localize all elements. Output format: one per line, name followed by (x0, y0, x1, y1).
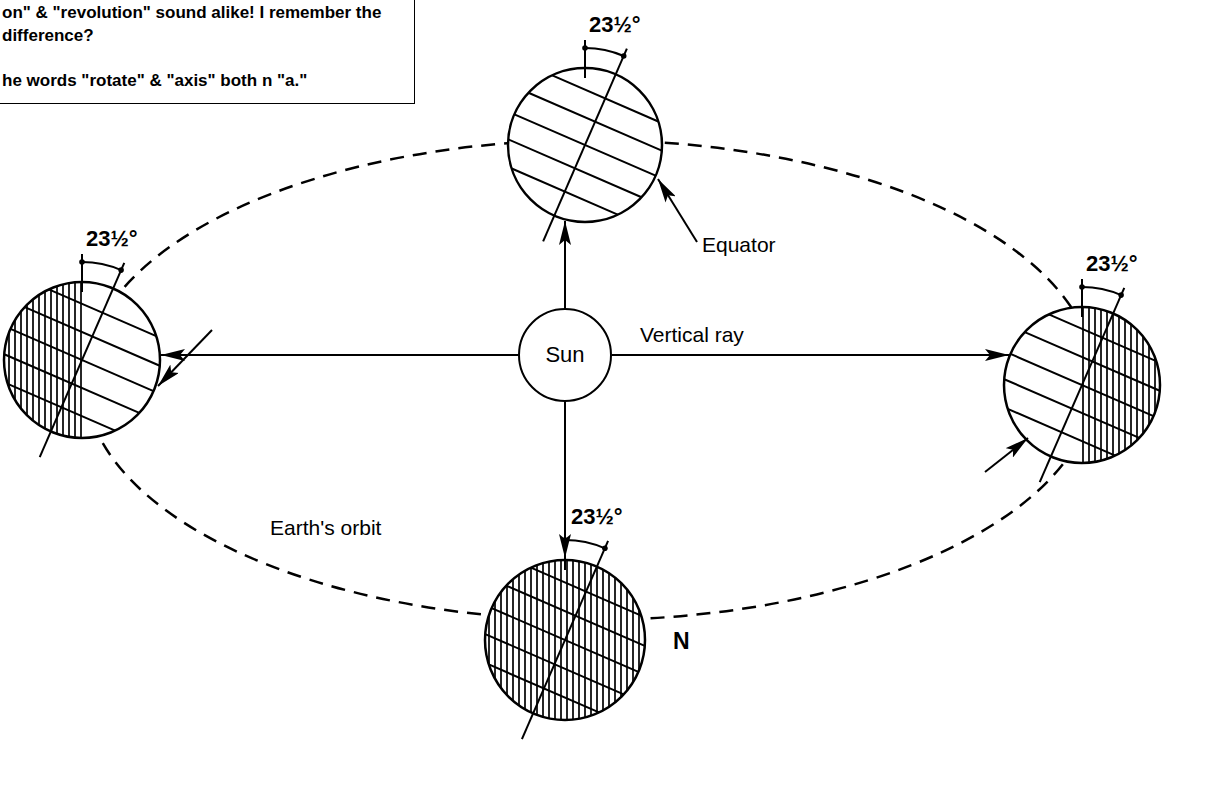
earth-globe (0, 232, 212, 489)
angle-arc (82, 262, 121, 270)
arc-dot (621, 53, 627, 59)
latitude-line (8, 384, 115, 431)
note-text: on" & "revolution" sound alike! I rememb… (2, 2, 404, 48)
angle-label: 23½° (589, 12, 641, 38)
angle-label: 23½° (1086, 251, 1138, 277)
night-shading (485, 560, 645, 720)
angle-arc (565, 540, 605, 548)
latitude-line (508, 139, 641, 197)
earth-globe (968, 257, 1196, 514)
latitude-line (1049, 314, 1156, 361)
equator-line (514, 114, 655, 175)
arc-dot (582, 45, 588, 51)
equator-pointer (158, 330, 212, 386)
latitude-line (49, 289, 156, 336)
globe-outline (508, 68, 662, 222)
ray-arrow (612, 354, 1009, 356)
ray-arrow (161, 354, 518, 356)
globe-lines (473, 18, 698, 272)
note-box: on" & "revolution" sound alike! I rememb… (0, 0, 415, 104)
angle-label: 23½° (571, 504, 623, 530)
latitude-line (1004, 379, 1139, 438)
angle-arc (1082, 287, 1121, 295)
angle-arc (585, 48, 624, 56)
arc-dot (602, 546, 608, 552)
latitude-line (485, 634, 623, 694)
arc-dot (118, 267, 124, 273)
equator-label: Equator (702, 232, 776, 257)
equator-pointer (985, 438, 1028, 472)
latitude-line (1008, 409, 1115, 456)
latitude-line (528, 93, 661, 151)
latitude-line (25, 307, 160, 366)
globe-fill (4, 282, 160, 438)
equator-pointer (658, 179, 697, 242)
arc-dot (1118, 292, 1124, 298)
arc-dot (562, 537, 568, 543)
equator-line (10, 329, 153, 391)
latitude-line (1025, 332, 1160, 391)
earth-globe (473, 18, 698, 272)
north-label: N (673, 628, 690, 656)
globe-outline (4, 282, 160, 438)
latitude-line (512, 169, 618, 215)
note-text: he words "rotate" & "axis" both n "a." (2, 70, 404, 93)
sun-circle: Sun (518, 308, 612, 402)
sun-rays (161, 221, 1009, 558)
latitude-line (506, 586, 644, 646)
latitude-line (531, 568, 641, 616)
ray-label: Vertical ray (640, 322, 744, 347)
earth-globe (449, 509, 682, 771)
latitude-line (489, 664, 599, 712)
globe-lines (968, 257, 1196, 514)
equator-line (1010, 354, 1153, 416)
arc-dot (1079, 284, 1085, 290)
arc-dot (79, 259, 85, 265)
angle-label: 23½° (86, 226, 138, 252)
sun-label: Sun (545, 342, 584, 368)
globe-lines (449, 509, 682, 771)
latitude-line (4, 354, 139, 413)
globe-lines (0, 232, 196, 489)
globe-fill (485, 560, 645, 720)
ray-arrow (564, 221, 566, 308)
equator-line (492, 608, 639, 672)
globe-outline (485, 560, 645, 720)
globe-fill (508, 68, 662, 222)
latitude-line (552, 75, 658, 121)
orbit-label: Earth's orbit (270, 515, 381, 540)
